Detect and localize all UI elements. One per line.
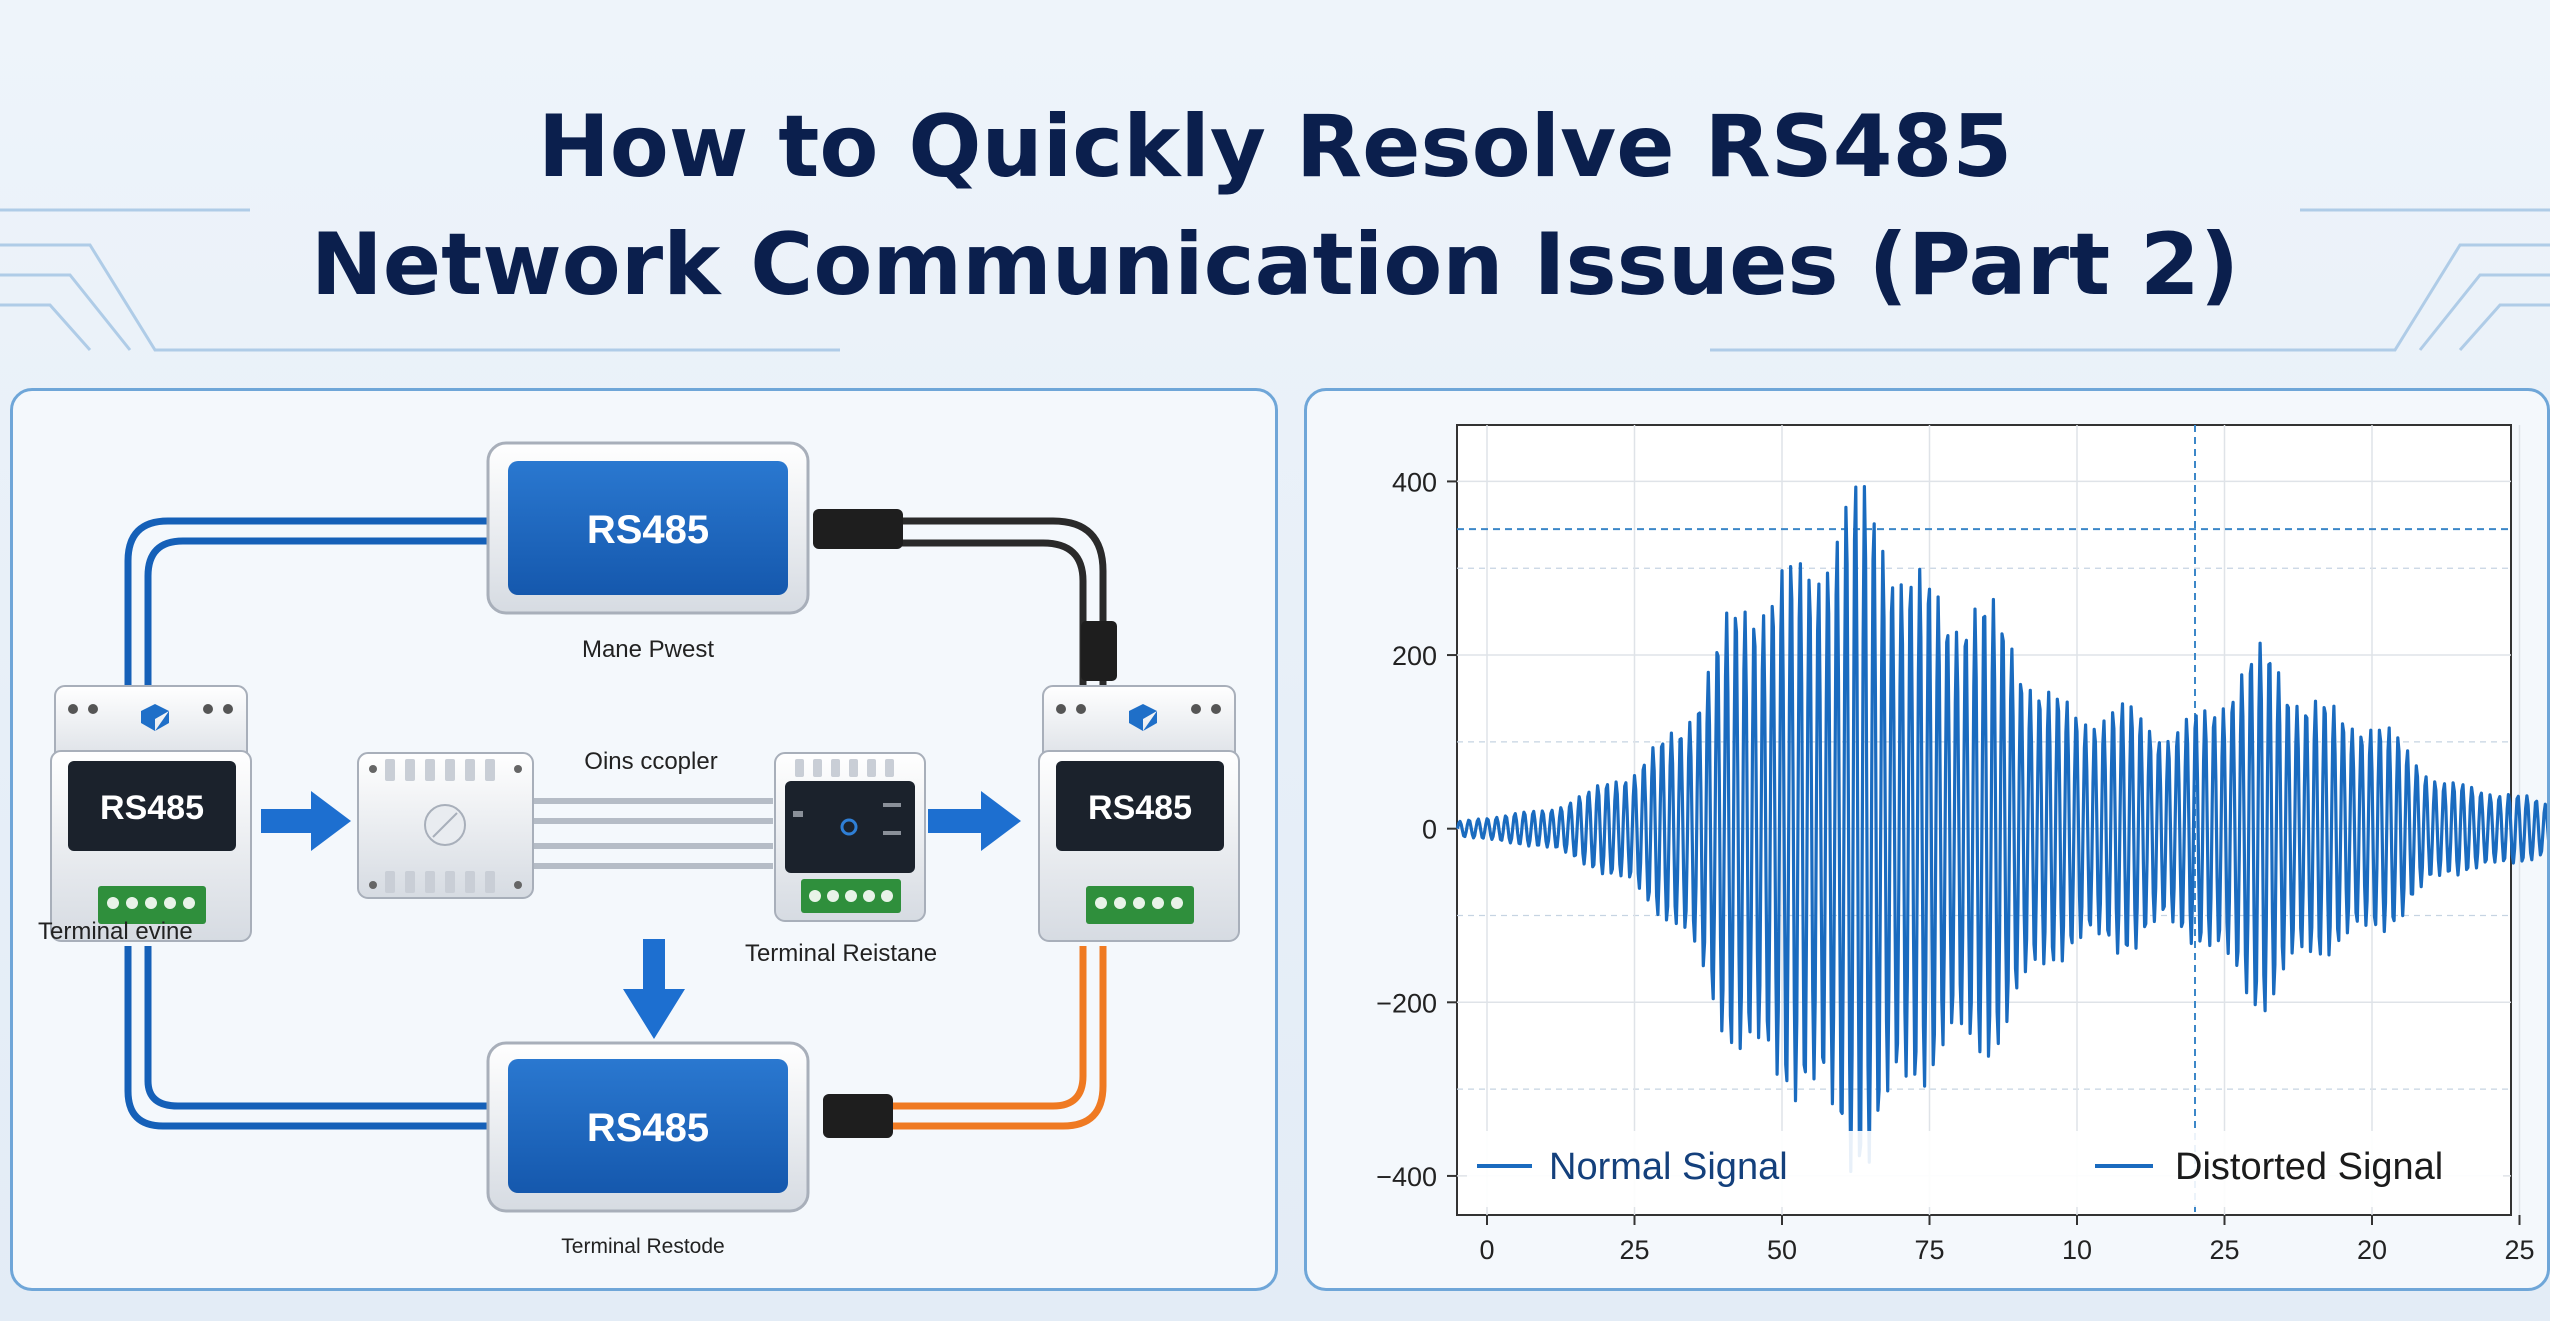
arrow-right-icon xyxy=(928,791,1021,851)
cable-ferrule xyxy=(1081,621,1117,681)
legend-item-normal-signal: Normal Signal xyxy=(1477,1146,1788,1188)
title-line-1: How to Quickly Resolve RS485 xyxy=(537,97,2013,197)
blue-cable-bottom-left xyxy=(124,946,488,1130)
x-tick-label: 0 xyxy=(1479,1235,1494,1265)
legend-label-distorted: Distorted Signal xyxy=(2175,1146,2443,1188)
arrow-right-icon xyxy=(261,791,351,851)
top-module-label: RS485 xyxy=(587,508,709,552)
bottom-module-caption: Terminal Restode xyxy=(561,1235,724,1258)
terminal-caption: Terminal Reistane xyxy=(745,940,937,967)
left-rs485-device: RS485 xyxy=(50,685,252,942)
x-tick-label: 50 xyxy=(1767,1235,1797,1265)
top-module-caption: Mane Pwest xyxy=(582,636,714,663)
cable-ferrule xyxy=(823,1094,893,1138)
left-device-caption: Terminal evine xyxy=(38,918,193,945)
x-tick-label: 25 xyxy=(2504,1235,2534,1265)
black-cable-top-right xyxy=(848,517,1107,691)
bus-lines xyxy=(518,798,773,869)
signal-chart-panel: 400 200 0 −200 −400 0 25 50 75 10 25 20 25 Normal S… xyxy=(1304,388,2550,1291)
page-title: How to Quickly Resolve RS485 Network Com… xyxy=(0,88,2550,324)
coupler-caption: Oins ccopler xyxy=(584,748,717,775)
x-tick-label: 10 xyxy=(2062,1235,2092,1265)
coupler-device xyxy=(357,752,534,899)
x-tick-label: 75 xyxy=(1914,1235,1944,1265)
network-diagram-panel: RS485 Mane Pwest RS485 Terminal Restode … xyxy=(10,388,1278,1291)
arrow-down-icon xyxy=(623,939,685,1039)
title-line-2: Network Communication Issues (Part 2) xyxy=(310,215,2240,315)
device-logo-icon xyxy=(141,704,169,731)
top-rs485-module: RS485 xyxy=(486,441,810,615)
x-tick-label: 20 xyxy=(2357,1235,2387,1265)
left-device-label: RS485 xyxy=(100,789,204,827)
cable-ferrule xyxy=(813,509,903,549)
y-tick-label: 400 xyxy=(1392,467,1437,497)
series-line-normal-signal xyxy=(1455,485,2550,1174)
bottom-rs485-module: RS485 xyxy=(486,1041,810,1213)
network-diagram: RS485 Mane Pwest RS485 Terminal Restode … xyxy=(38,441,1240,1258)
y-tick-label: 200 xyxy=(1392,641,1437,671)
y-tick-label: 0 xyxy=(1422,815,1437,845)
legend-background xyxy=(1467,1131,2503,1207)
device-logo-icon xyxy=(1129,704,1157,731)
status-led-icon xyxy=(840,818,858,836)
y-axis-ticks: 400 200 0 −200 −400 xyxy=(1376,467,1457,1192)
x-tick-label: 25 xyxy=(2209,1235,2239,1265)
legend-label-normal: Normal Signal xyxy=(1549,1146,1788,1188)
orange-cable-bottom-right xyxy=(883,946,1107,1130)
signal-chart: 400 200 0 −200 −400 0 25 50 75 10 25 20 25 Normal S… xyxy=(1376,424,2550,1265)
bottom-module-label: RS485 xyxy=(587,1106,709,1150)
blue-cable-top-left xyxy=(124,517,488,691)
legend-item-distorted-signal: Distorted Signal xyxy=(2095,1146,2443,1188)
right-device-label: RS485 xyxy=(1088,789,1192,827)
terminal-resistance-device xyxy=(774,752,926,922)
y-tick-label: −200 xyxy=(1376,988,1437,1018)
y-tick-label: −400 xyxy=(1376,1162,1437,1192)
right-rs485-device: RS485 xyxy=(1038,685,1240,942)
x-tick-label: 25 xyxy=(1619,1235,1649,1265)
x-axis-ticks: 0 25 50 75 10 25 20 25 xyxy=(1479,1215,2535,1265)
